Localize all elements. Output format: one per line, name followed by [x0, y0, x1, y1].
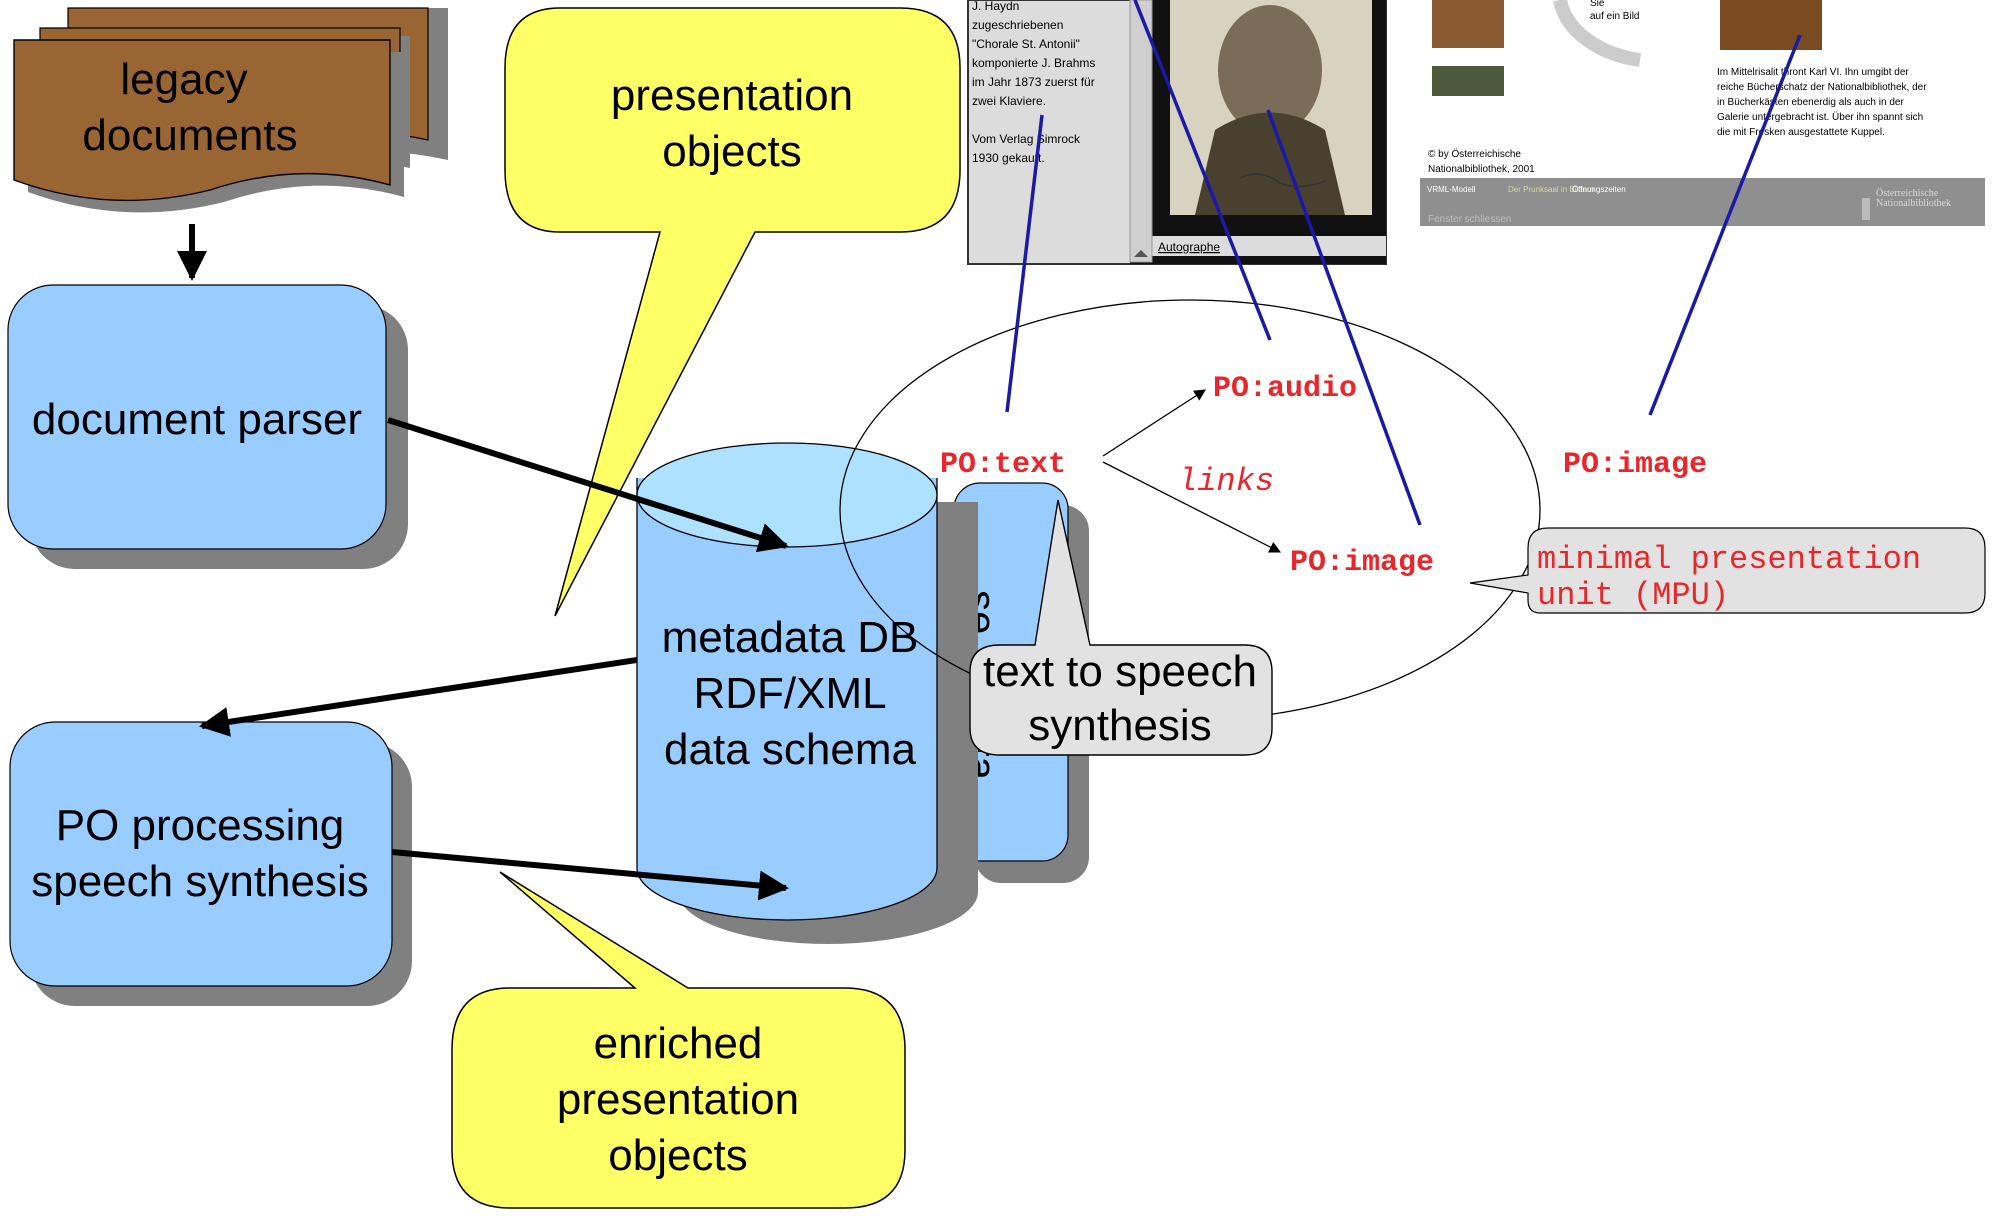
connector-image-right	[1648, 34, 1802, 416]
brahms-text-line: Vom Verlag Simrock	[972, 132, 1081, 146]
callout-tts-line1: text to speech	[983, 647, 1257, 696]
link-arrow-image	[1102, 461, 1282, 553]
connector-text	[1005, 114, 1044, 413]
legacy-label-1: legacy	[120, 55, 247, 104]
metadata-db-cylinder: metadata DB RDF/XML data schema	[636, 442, 978, 944]
po-image-right-label: PO:image	[1563, 448, 1707, 482]
onb-logo-line: Österreichische	[1876, 187, 1939, 199]
callout-text-to-speech: text to speech synthesis	[969, 499, 1273, 756]
prunksaal-paragraph-line: in Bücherkästen ebenerdig als auch in de…	[1717, 97, 1904, 108]
footer-nav-item[interactable]: VRML-Modell	[1427, 185, 1476, 194]
copyright-text: © by ÖsterreichischeNationalbibliothek, …	[1428, 148, 1535, 175]
metadata-db-label-1: metadata DB	[662, 613, 919, 662]
prunksaal-paragraph-line: reiche Bücherschatz der Nationalbiblioth…	[1717, 82, 1927, 93]
brahms-text-line: 1930 gekauft.	[972, 151, 1045, 165]
thumbnail-main[interactable]	[1720, 0, 1822, 50]
prunksaal-paragraph-line: die mit Fresken ausgestattete Kuppel.	[1717, 127, 1885, 138]
po-processing-box: PO processing speech synthesis	[9, 721, 412, 1006]
callout-enriched-line3: objects	[608, 1131, 747, 1180]
hint-text-line: Sie	[1590, 0, 1605, 9]
callout-mpu-line1: minimal presentation	[1537, 541, 1921, 578]
footer-nav-item[interactable]: Der Prunksaal in Bildern	[1508, 185, 1594, 194]
po-processing-label-1: PO processing	[56, 801, 345, 850]
link-arrow-audio	[1102, 389, 1206, 457]
hint-text: Sie auf ein Bild	[1590, 0, 1639, 22]
copyright-line: © by Österreichische	[1428, 148, 1521, 160]
logo-mark-icon	[1862, 198, 1870, 220]
callout-mpu: minimal presentation unit (MPU)	[1469, 527, 1986, 614]
callout-enriched-line2: presentation	[557, 1075, 799, 1124]
callout-presentation-objects: presentation objects	[504, 7, 961, 617]
brahms-text-line: im Jahr 1873 zuerst für	[972, 75, 1095, 89]
po-image-label: PO:image	[1290, 546, 1434, 580]
screenshot-brahms: Autographe J. Haydn zugeschriebenen "Chora…	[967, 0, 1387, 265]
thumbnail-1[interactable]	[1432, 0, 1504, 48]
arrow-parser-to-db	[387, 417, 789, 553]
callout-presentation-objects-line2: objects	[662, 127, 801, 176]
brahms-text-line: "Chorale St. Antonii"	[972, 37, 1080, 51]
prunksaal-paragraph-line: Im Mittelrisalit thront Karl VI. Ihn umg…	[1717, 67, 1909, 78]
connector-audio	[1133, 0, 1272, 341]
po-text-label: PO:text	[940, 448, 1066, 482]
arrow-processing-to-db	[391, 849, 789, 901]
prunksaal-paragraph-line: Galerie untergebracht ist. Über ihn span…	[1717, 111, 1923, 123]
arrow-db-to-processing	[199, 657, 638, 737]
metadata-db-label-3: data schema	[664, 725, 916, 774]
po-audio-label: PO:audio	[1213, 372, 1357, 406]
cylinder-top	[636, 442, 938, 548]
scroll-up-icon[interactable]	[1134, 250, 1148, 257]
document-parser-box: document parser	[7, 284, 408, 569]
legacy-documents-stack: legacy documents	[13, 7, 448, 213]
brahms-text-line: zugeschriebenen	[972, 18, 1063, 32]
brahms-text-line: J. Haydn	[972, 0, 1019, 13]
hint-text-line: auf ein Bild	[1590, 11, 1639, 22]
links-label: links	[1178, 463, 1274, 500]
portrait-head	[1218, 5, 1322, 135]
callout-presentation-objects-line1: presentation	[611, 71, 853, 120]
onb-logo-line: Nationalbibliothek	[1876, 198, 1951, 209]
footer-bar	[1420, 178, 1985, 226]
metadata-db-label-2: RDF/XML	[693, 669, 886, 718]
connector-image	[1266, 109, 1422, 526]
footer-nav[interactable]: VRML-Modell Der Prunksaal in BildernÖffnu…	[1427, 185, 1626, 194]
copyright-line: Nationalbibliothek, 2001	[1428, 164, 1535, 175]
autographe-link[interactable]: Autographe	[1158, 240, 1220, 254]
brahms-text-block: J. Haydn zugeschriebenen "Chorale St. Anto…	[972, 0, 1095, 165]
signature	[1239, 173, 1326, 188]
screenshot-prunksaal: Sie auf ein Bild Im Mittelrisalit thront …	[1420, 0, 1985, 228]
thumbnail-2[interactable]	[1432, 66, 1504, 96]
brahms-text-line: komponierte J. Brahms	[972, 56, 1095, 70]
callout-mpu-line2: unit (MPU)	[1537, 577, 1729, 614]
document-parser-label: document parser	[32, 395, 362, 444]
footer-nav-item[interactable]: Öffnungszeiten	[1572, 185, 1626, 194]
brahms-text-line: zwei Klaviere.	[972, 94, 1046, 108]
close-window-link[interactable]: Fenster schliessen	[1428, 214, 1511, 225]
callout-enriched-line1: enriched	[594, 1019, 763, 1068]
callout-tts-line2: synthesis	[1028, 701, 1211, 750]
callout-enriched: enriched presentation objects	[451, 871, 906, 1209]
legacy-label-2: documents	[82, 111, 297, 160]
po-processing-label-2: speech synthesis	[31, 857, 369, 906]
